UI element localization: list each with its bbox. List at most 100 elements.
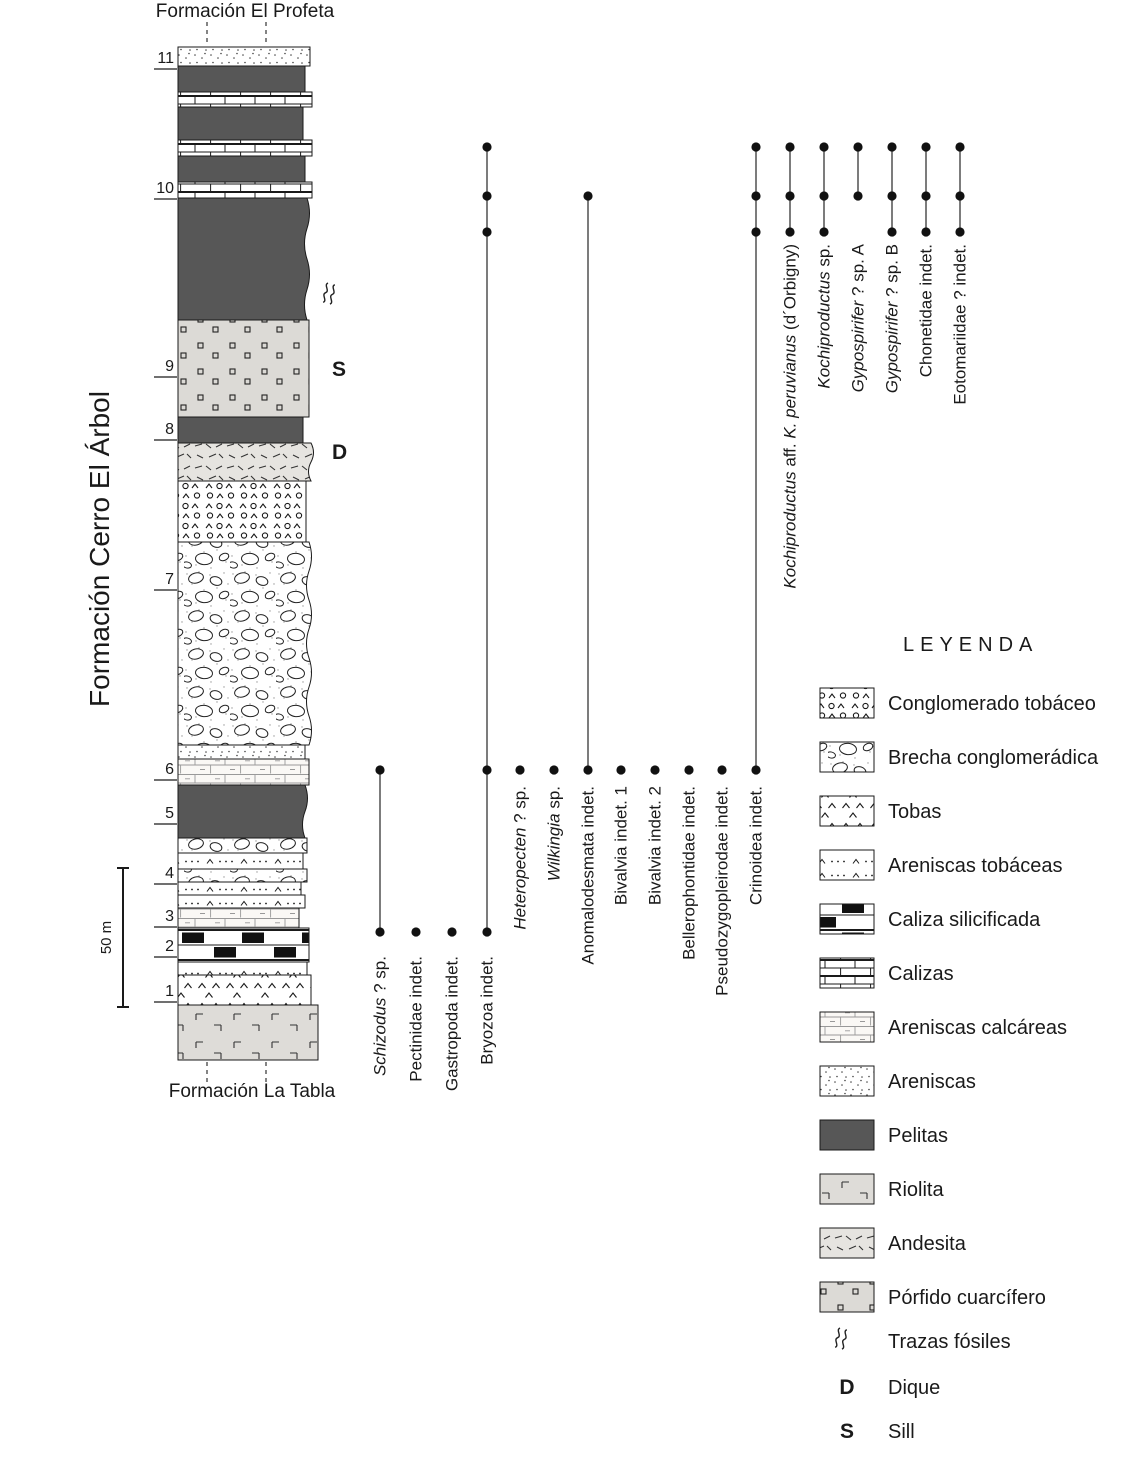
legend-item-pelitas: Pelitas bbox=[819, 1119, 948, 1151]
riolita-swatch bbox=[819, 1173, 875, 1205]
sill-label: Sill bbox=[888, 1421, 915, 1443]
riolita-label: Riolita bbox=[888, 1179, 944, 1201]
caliza-silicificada-swatch bbox=[819, 903, 875, 935]
occurrence-dot bbox=[411, 927, 421, 937]
occurrence-dot bbox=[819, 227, 829, 237]
taxon-kochiproductus-aff-k-peruvianus-d-orbigny: Kochiproductus aff. K. peruvianus (d´Orb… bbox=[781, 142, 800, 589]
unit-number-9: 9 bbox=[165, 358, 174, 375]
porfido-cuarcifero-label: Pórfido cuarcífero bbox=[888, 1287, 1046, 1309]
areniscas-swatch bbox=[819, 1065, 875, 1097]
strat-column-units bbox=[177, 46, 319, 1061]
unit4-brecha-band-2 bbox=[177, 868, 308, 883]
porfido-cuarcifero-swatch bbox=[819, 1281, 875, 1313]
legend-item-areniscas: Areniscas bbox=[819, 1065, 976, 1097]
occurrence-dot bbox=[583, 191, 593, 201]
taxon-label: Kochiproductus aff. K. peruvianus (d´Orb… bbox=[781, 244, 800, 589]
occurrence-dot bbox=[447, 927, 457, 937]
sill-letter: S bbox=[840, 1420, 854, 1443]
occurrence-dot bbox=[482, 765, 492, 775]
occurrence-dot bbox=[955, 191, 965, 201]
unit-number-8: 8 bbox=[165, 421, 174, 438]
calizas-label: Calizas bbox=[888, 963, 954, 985]
dique-andesita bbox=[177, 442, 314, 482]
calizas-band-3 bbox=[177, 181, 313, 199]
unit3-areniscas-calcareas bbox=[177, 907, 300, 929]
occurrence-dot bbox=[751, 227, 761, 237]
unit-number-6: 6 bbox=[165, 761, 174, 778]
conglomerado-tobaceo-band bbox=[177, 480, 307, 543]
occurrence-dot bbox=[751, 765, 761, 775]
la-tabla-riolita bbox=[177, 1004, 319, 1061]
occurrence-dot bbox=[853, 142, 863, 152]
taxon-pseudozygopleirodae-indet: Pseudozygopleirodae indet. bbox=[713, 765, 732, 996]
unit1-areniscas-tobaceas bbox=[177, 961, 308, 976]
unit5-pelitas bbox=[177, 784, 308, 839]
taxon-chonetidae-indet: Chonetidae indet. bbox=[917, 142, 936, 377]
occurrence-dot bbox=[583, 765, 593, 775]
legend-item-sill: S Sill bbox=[840, 1420, 915, 1443]
dique-label: Dique bbox=[888, 1377, 940, 1399]
unit6-areniscas-calcareas bbox=[177, 758, 310, 786]
unit3-areniscas-tobaceas bbox=[177, 894, 306, 909]
caliza-silicificada-label: Caliza silicificada bbox=[888, 909, 1041, 931]
occurrence-dot bbox=[375, 765, 385, 775]
calizas-band-1 bbox=[177, 91, 313, 108]
occurrence-dot bbox=[482, 927, 492, 937]
unit-number-7: 7 bbox=[165, 571, 174, 588]
taxon-label: Eotomariidae ? indet. bbox=[951, 244, 970, 405]
occurrence-dot bbox=[616, 765, 626, 775]
unit-number-5: 5 bbox=[165, 805, 174, 822]
taxon-heteropecten-sp: Heteropecten ? sp. bbox=[511, 765, 530, 930]
taxon-label: Bellerophontidae indet. bbox=[680, 786, 699, 960]
tobas-swatch bbox=[819, 795, 875, 827]
unit7-brecha bbox=[177, 541, 312, 746]
occurrence-dot bbox=[785, 142, 795, 152]
occurrence-dot bbox=[515, 765, 525, 775]
unit8-pelitas bbox=[177, 416, 304, 444]
scale-bar-label: 50 m bbox=[98, 921, 115, 954]
occurrence-dot bbox=[819, 191, 829, 201]
unit-number-4: 4 bbox=[165, 865, 174, 882]
unit-number-11: 11 bbox=[157, 50, 174, 67]
trace-fossil-icon bbox=[834, 1327, 848, 1350]
occurrence-dot bbox=[482, 142, 492, 152]
intrusive-marks: SD bbox=[322, 282, 347, 464]
unit11-areniscas bbox=[177, 46, 311, 67]
occurrence-dot bbox=[482, 191, 492, 201]
unit9-porfido-sill bbox=[177, 319, 310, 418]
taxon-label: Chonetidae indet. bbox=[917, 244, 936, 377]
taxon-label: Gypospirifer ? sp. B bbox=[883, 244, 902, 393]
taxon-bellerophontidae-indet: Bellerophontidae indet. bbox=[680, 765, 699, 960]
taxon-gastropoda-indet: Gastropoda indet. bbox=[443, 927, 462, 1091]
occurrence-dot bbox=[785, 227, 795, 237]
unit-number-1: 1 bbox=[165, 983, 174, 1000]
areniscas-calcareas-swatch bbox=[819, 1011, 875, 1043]
taxon-wilkingia-sp: Wilkingia sp. bbox=[545, 765, 564, 881]
legend-item-porfido-cuarcifero: Pórfido cuarcífero bbox=[819, 1281, 1046, 1313]
legend-item-caliza-silicificada: Caliza silicificada bbox=[819, 903, 1041, 935]
conglomerado-tobaceo-swatch bbox=[819, 687, 875, 719]
occurrence-dot bbox=[650, 765, 660, 775]
trace-fossil-icon bbox=[322, 282, 336, 305]
areniscas-calcareas-label: Areniscas calcáreas bbox=[888, 1017, 1067, 1039]
formation-connector-lines bbox=[206, 22, 267, 1082]
taxon-label: Crinoidea indet. bbox=[747, 786, 766, 905]
formation-label-el-profeta: Formación El Profeta bbox=[155, 1, 335, 22]
taxon-label: Kochiproductus sp. bbox=[815, 244, 834, 389]
occurrence-dot bbox=[955, 227, 965, 237]
occurrence-dot bbox=[549, 765, 559, 775]
taxon-label: Bivalvia indet. 1 bbox=[612, 786, 631, 905]
unit4-brecha-band-1 bbox=[177, 837, 308, 854]
calizas-band-2 bbox=[177, 139, 313, 157]
legend-item-areniscas-tobaceas: Areniscas tobáceas bbox=[819, 849, 1063, 881]
legend-item-conglomerado-tobaceo: Conglomerado tobáceo bbox=[819, 687, 1096, 719]
occurrence-dot bbox=[751, 191, 761, 201]
brecha-conglomeradica-swatch bbox=[819, 741, 875, 773]
pelitas-band-3 bbox=[177, 155, 306, 183]
occurrence-dot bbox=[921, 191, 931, 201]
taxon-label: Gypospirifer ? sp. A bbox=[849, 243, 868, 392]
areniscas-tobaceas-swatch bbox=[819, 849, 875, 881]
